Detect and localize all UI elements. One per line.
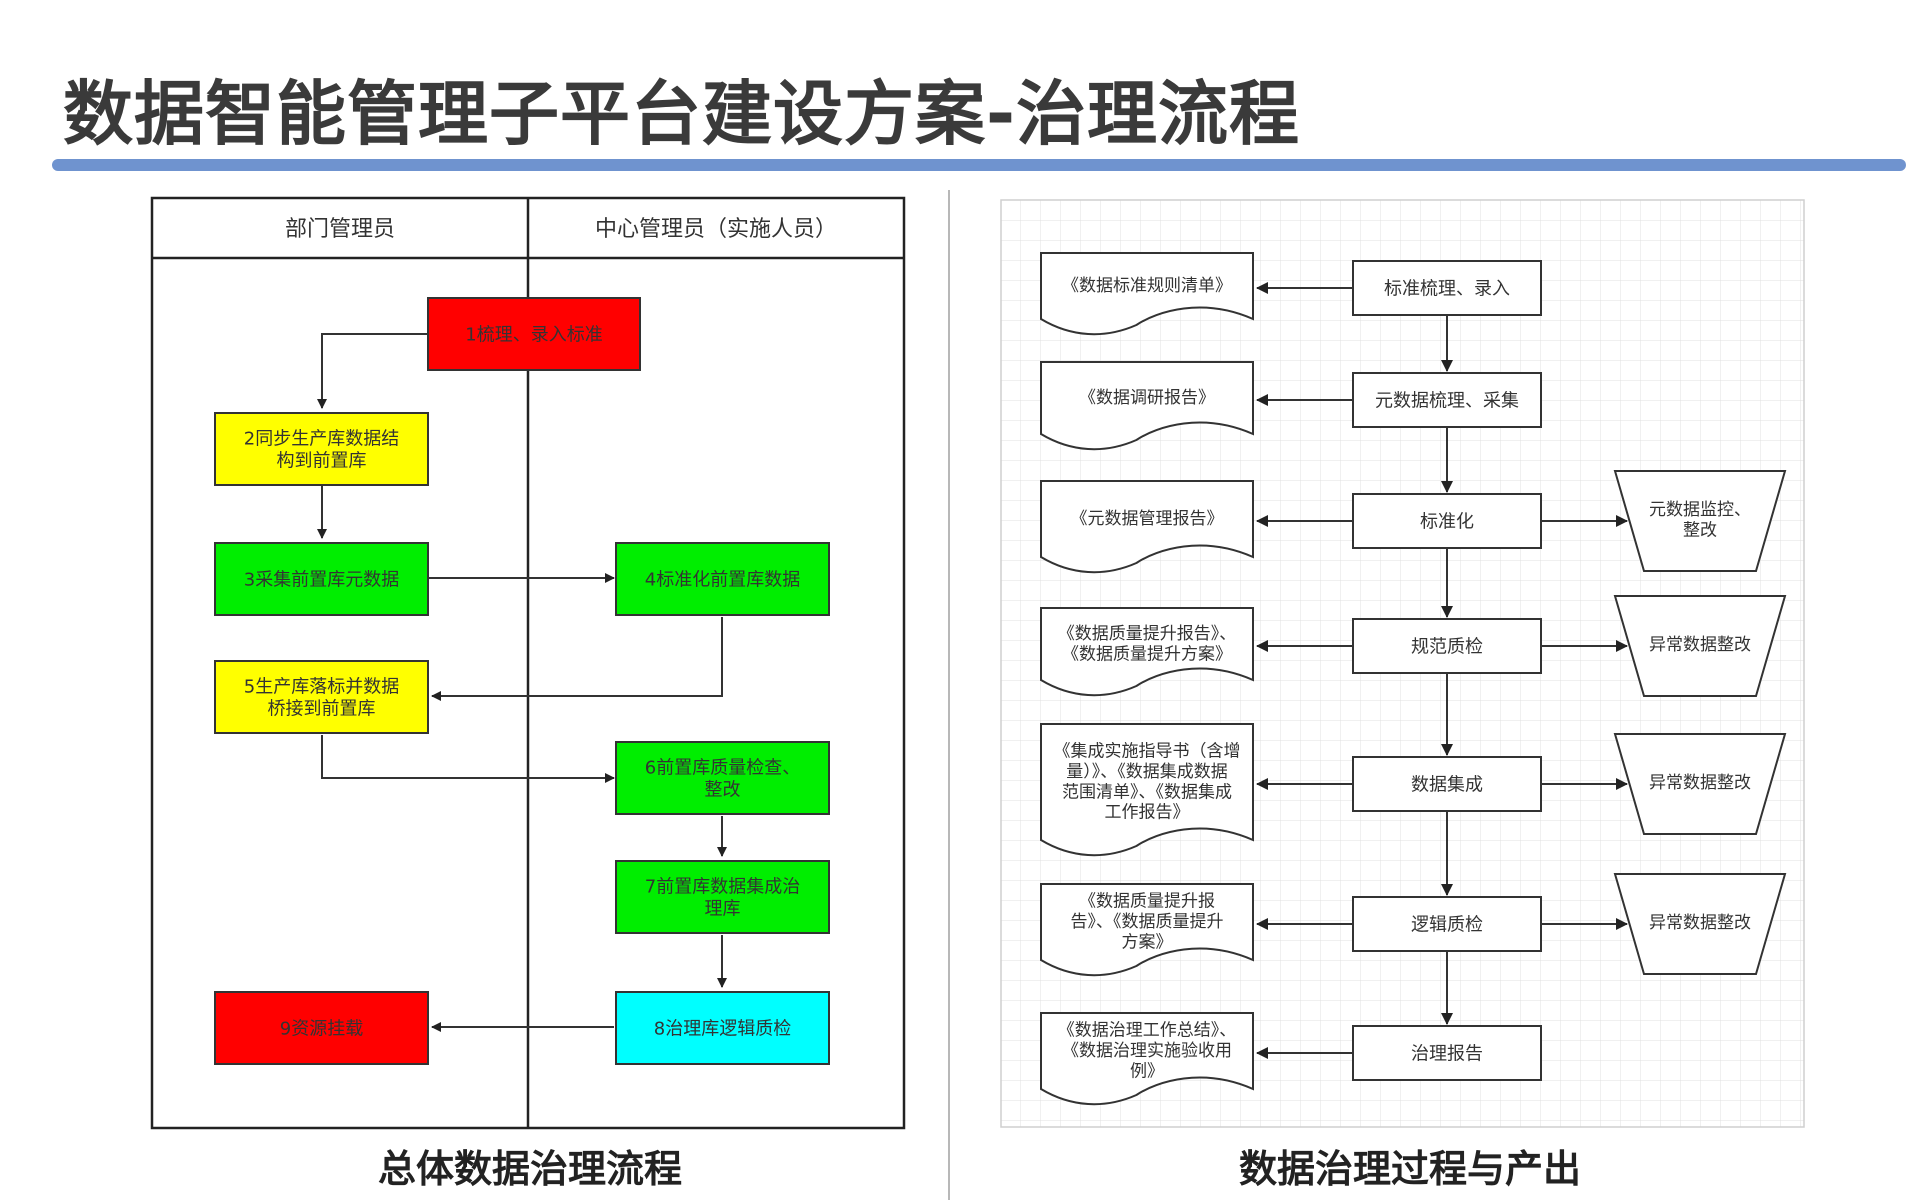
output-document-label: 《数据质量提升报 [1079,892,1215,912]
remediation-task-label: 整改 [1683,520,1717,540]
page-title: 数据智能管理子平台建设方案-治理流程 [63,73,1301,155]
process-step-5: 数据集成 [1352,756,1542,812]
output-document-label: 例》 [1130,1062,1164,1082]
flow-step-label: 桥接到前置库 [268,698,376,719]
flow-step-label: 9资源挂载 [280,1018,363,1039]
output-document-label: 范围清单》、《数据集成 [1062,782,1232,802]
output-document-label: 方案》 [1122,933,1173,953]
flow-step-b6: 6前置库质量检查、整改 [615,741,830,815]
remediation-task-5: 异常数据整改 [1613,733,1787,835]
remediation-task-label: 异常数据整改 [1649,773,1751,793]
left-caption: 总体数据治理流程 [377,1147,682,1191]
flow-step-b4: 4标准化前置库数据 [615,542,830,616]
output-document-label: 《元数据管理报告》 [1071,509,1224,529]
flow-step-label: 8治理库逻辑质检 [654,1018,791,1039]
flow-step-label: 4标准化前置库数据 [645,569,800,590]
process-step-label: 规范质检 [1411,636,1483,657]
flow-step-b9: 9资源挂载 [214,991,429,1065]
process-step-3: 标准化 [1352,493,1542,549]
flow-step-label: 理库 [705,898,741,919]
remediation-task-label: 异常数据整改 [1649,635,1751,655]
governance-process-and-output: 标准梳理、录入 《数据标准规则清单》元数据梳理、采集 《数据调研报告》标准化 《元数据… [1000,199,1805,1128]
output-document-label: 《数据质量提升报告》、 [1058,624,1237,644]
remediation-task-3: 元数据监控、整改 [1613,470,1787,572]
flow-step-label: 整改 [705,779,741,800]
output-document-4: 《数据质量提升报告》、《数据质量提升方案》 [1040,607,1254,697]
lane-header-dept-admin: 部门管理员 [285,217,395,242]
flow-step-label: 7前置库数据集成治 [645,877,800,898]
flow-step-label: 构到前置库 [277,450,367,471]
output-document-label: 《数据标准规则清单》 [1062,276,1232,296]
flow-step-label: 3采集前置库元数据 [244,569,399,590]
process-step-6: 逻辑质检 [1352,896,1542,952]
right-caption: 数据治理过程与产出 [1238,1147,1581,1191]
panel-divider [948,190,950,1200]
flow-step-b8: 8治理库逻辑质检 [615,991,830,1065]
overall-governance-flow: 部门管理员 中心管理员（实施人员） 1梳理、录入标准 2同步生产库数据结构到前置库… [150,196,906,1130]
flow-step-label: 1梳理、录入标准 [465,324,602,345]
output-document-label: 《集成实施指导书（含增 [1054,742,1241,762]
remediation-task-label: 异常数据整改 [1649,913,1751,933]
output-document-6: 《数据质量提升报告》、《数据质量提升方案》 [1040,883,1254,977]
process-step-label: 标准化 [1420,511,1474,532]
output-document-label: 工作报告》 [1105,803,1190,823]
lane-header-center-admin: 中心管理员（实施人员） [595,217,837,242]
output-document-1: 《数据标准规则清单》 [1040,252,1254,336]
remediation-task-4: 异常数据整改 [1613,595,1787,697]
output-document-2: 《数据调研报告》 [1040,361,1254,451]
flow-step-b3: 3采集前置库元数据 [214,542,429,616]
process-step-label: 逻辑质检 [1411,914,1483,935]
process-step-label: 标准梳理、录入 [1384,278,1510,299]
flow-step-label: 2同步生产库数据结 [244,429,399,450]
process-step-4: 规范质检 [1352,618,1542,674]
process-step-7: 治理报告 [1352,1025,1542,1081]
remediation-task-6: 异常数据整改 [1613,873,1787,975]
title-underline [52,159,1906,171]
output-document-label: 《数据治理实施验收用 [1062,1041,1232,1061]
flow-step-label: 5生产库落标并数据 [244,677,399,698]
flow-step-label: 6前置库质量检查、 [645,758,800,779]
process-step-label: 数据集成 [1411,774,1483,795]
process-step-label: 元数据梳理、采集 [1375,390,1519,411]
output-document-label: 量）》、《数据集成数据 [1066,762,1228,782]
remediation-task-label: 元数据监控、 [1649,500,1751,520]
process-step-1: 标准梳理、录入 [1352,260,1542,316]
process-step-2: 元数据梳理、采集 [1352,372,1542,428]
output-document-label: 《数据质量提升方案》 [1062,644,1232,664]
output-document-label: 《数据治理工作总结》、 [1058,1021,1237,1041]
output-document-3: 《元数据管理报告》 [1040,480,1254,574]
output-document-label: 告》、《数据质量提升 [1071,912,1224,932]
flow-step-b1: 1梳理、录入标准 [427,297,641,371]
process-step-label: 治理报告 [1411,1043,1483,1064]
output-document-label: 《数据调研报告》 [1079,388,1215,408]
